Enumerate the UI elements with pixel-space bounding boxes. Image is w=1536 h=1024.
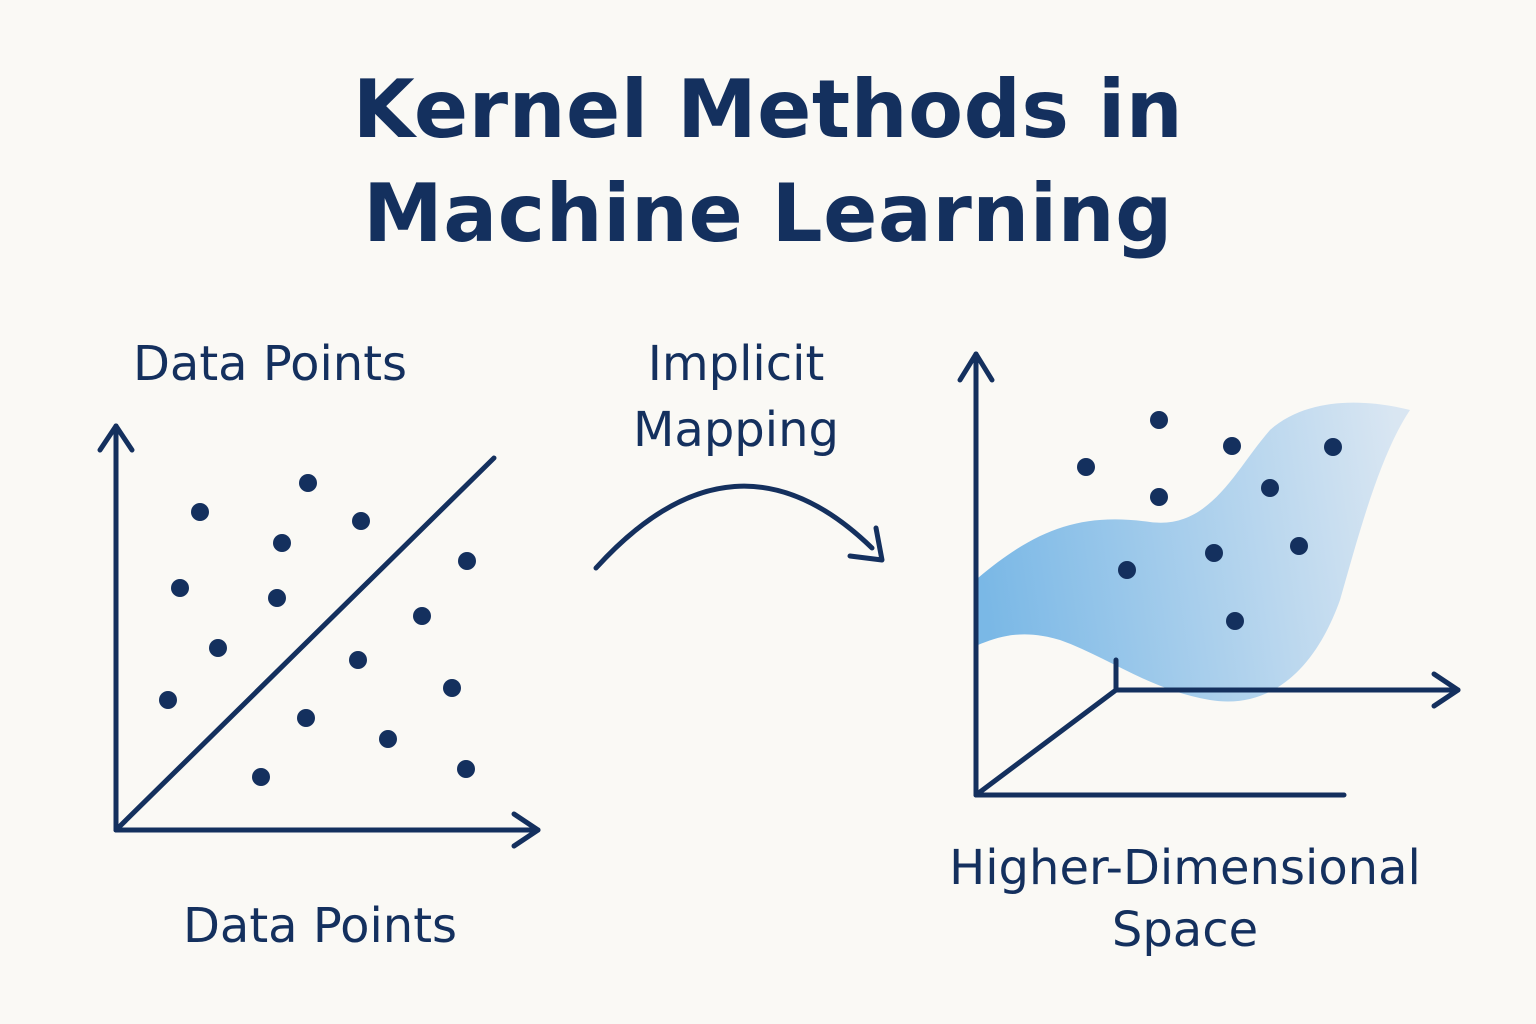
title-line-1: Kernel Methods in xyxy=(352,63,1184,156)
data-point xyxy=(268,589,286,607)
data-point xyxy=(1290,537,1308,555)
left-x-axis-arrow-icon xyxy=(511,811,541,849)
left-panel xyxy=(97,423,541,849)
data-point xyxy=(159,691,177,709)
data-point xyxy=(252,768,270,786)
data-point xyxy=(352,512,370,530)
mapping-arrow xyxy=(593,483,885,571)
data-point xyxy=(171,579,189,597)
right-y-axis-arrow-icon xyxy=(957,351,995,383)
right-panel-label-line-2: Space xyxy=(1111,902,1259,958)
data-point xyxy=(1150,411,1168,429)
left-panel-label-bottom: Data Points xyxy=(182,898,458,954)
diagram-title: Kernel Methods in Machine Learning xyxy=(0,58,1536,266)
title-line-2: Machine Learning xyxy=(363,167,1173,260)
data-point xyxy=(273,534,291,552)
right-z-axis xyxy=(973,687,1119,798)
data-point xyxy=(413,607,431,625)
right-panel-label-line-1: Higher-Dimensional xyxy=(949,840,1421,896)
data-point xyxy=(297,709,315,727)
data-point xyxy=(191,503,209,521)
right-data-points xyxy=(1077,411,1342,630)
data-point xyxy=(209,639,227,657)
data-point xyxy=(379,730,397,748)
data-point xyxy=(1324,438,1342,456)
data-point xyxy=(457,760,475,778)
data-point xyxy=(1118,561,1136,579)
data-point xyxy=(299,474,317,492)
data-point xyxy=(1205,544,1223,562)
data-point xyxy=(1226,612,1244,630)
linear-separator-line xyxy=(113,455,497,833)
mapping-label-line-1: Implicit xyxy=(647,336,825,392)
left-panel-label-top: Data Points xyxy=(132,336,408,392)
data-point xyxy=(458,552,476,570)
left-y-axis-arrow-icon xyxy=(97,423,135,453)
mapping-label-line-2: Mapping xyxy=(633,402,839,458)
mapping-arc xyxy=(593,483,875,571)
data-point xyxy=(349,651,367,669)
mapping-arrow-head-icon xyxy=(847,525,885,563)
data-point xyxy=(443,679,461,697)
right-back-axis-arrow-icon xyxy=(1431,671,1461,709)
right-panel-axes xyxy=(957,351,1461,798)
data-point xyxy=(1150,488,1168,506)
data-point xyxy=(1223,437,1241,455)
data-point xyxy=(1077,458,1095,476)
left-data-points xyxy=(159,474,476,786)
feature-space-surface xyxy=(978,402,1410,702)
data-point xyxy=(1261,479,1279,497)
